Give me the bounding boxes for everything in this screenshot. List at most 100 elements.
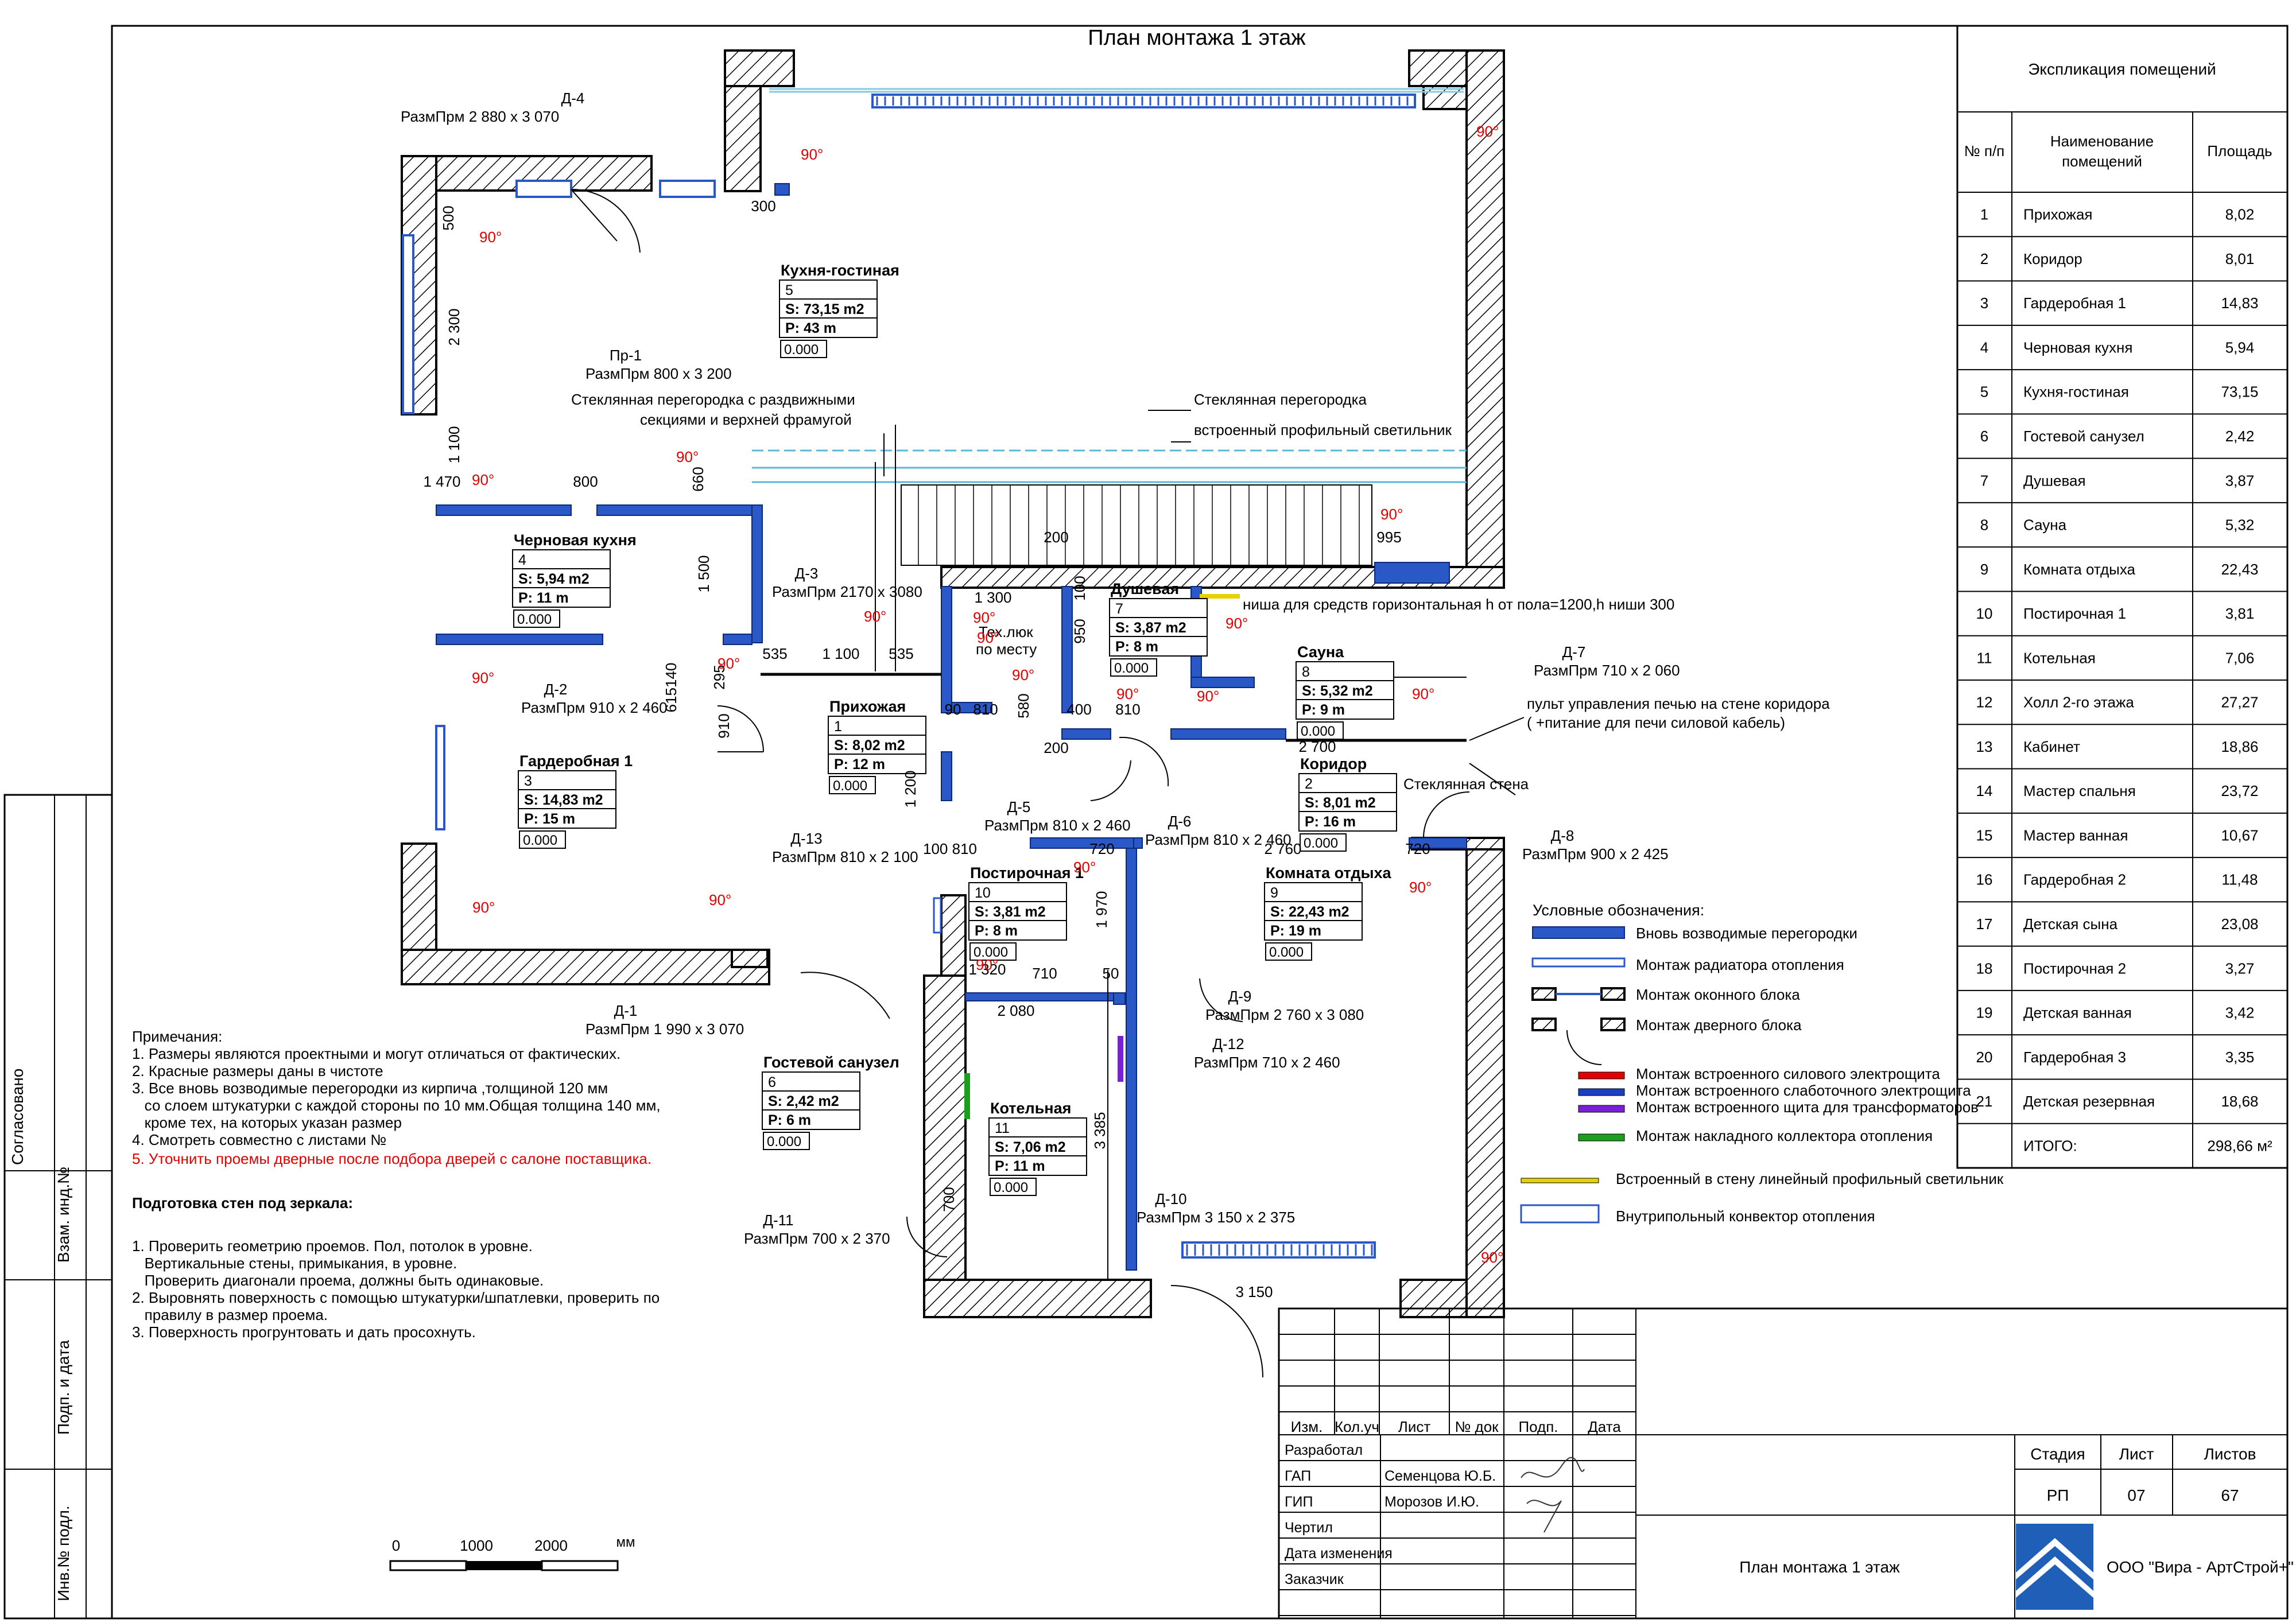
angle-label: 90° <box>709 891 731 908</box>
explication-row-name: Гардеробная 3 <box>2023 1049 2126 1066</box>
opening-id: Д-8 <box>1551 827 1574 844</box>
explication-row-num: 11 <box>1977 649 1992 666</box>
opening-size: РазмПрм 910 х 2 460 <box>521 699 668 716</box>
opening-id: Д-7 <box>1562 643 1586 661</box>
explication-row-name: Детская резервная <box>2023 1093 2155 1110</box>
opening-size: РазмПрм 800 х 3 200 <box>585 365 732 382</box>
note-line: 4. Смотреть совместно с листами № <box>132 1131 386 1148</box>
explication-title: Экспликация помещений <box>2028 60 2216 78</box>
radiator-1 <box>515 180 572 198</box>
legend-swatch-radiator <box>1531 957 1626 968</box>
legend-item: Монтаж оконного блока <box>1636 986 1800 1003</box>
room-perimeter: P: 11 m <box>995 1158 1045 1174</box>
room-area: S: 3,87 m2 <box>1115 620 1186 636</box>
legend-item: Вновь возводимые перегородки <box>1636 925 1857 942</box>
tb-sheet-title: План монтажа 1 этаж <box>1739 1558 1900 1576</box>
room-level: 0.000 <box>523 833 557 848</box>
explication-row-num: 7 <box>1980 472 1988 489</box>
company-logo <box>2016 1524 2093 1610</box>
dimension-label: 535 <box>889 645 913 662</box>
tb-role: Дата изменения <box>1285 1546 1393 1562</box>
room-number: 6 <box>768 1074 776 1090</box>
explication-row-name: Мастер ванная <box>2023 826 2128 844</box>
note-line: со слоем штукатурки с каждой стороны по … <box>132 1097 661 1114</box>
room-name: Коридор <box>1300 755 1367 772</box>
angle-label: 90° <box>973 609 995 626</box>
room-perimeter: P: 9 m <box>1302 702 1345 718</box>
legend-item: Монтаж встроенного слаботочного электрощ… <box>1636 1082 1971 1099</box>
dimension-label: 1 100 <box>445 426 463 463</box>
explication-row-num: 17 <box>1976 915 1993 933</box>
room-level: 0.000 <box>994 1180 1028 1195</box>
explication-row-num: 2 <box>1980 250 1988 267</box>
room-number: 5 <box>785 282 793 298</box>
room-area: S: 8,01 m2 <box>1305 795 1376 811</box>
angle-label: 90° <box>1476 123 1499 140</box>
stamp-inv: Инв.№ подл. <box>55 1505 72 1601</box>
tb-header: Подп. <box>1518 1418 1558 1435</box>
new-partitions <box>436 183 1467 1271</box>
legend-item: Встроенный в стену линейный профильный с… <box>1616 1170 2004 1187</box>
mirror-title: Подготовка стен под зеркала: <box>132 1194 353 1212</box>
annot-panel-2: ( +питание для печи силовой кабель) <box>1527 714 1785 731</box>
staircase <box>901 484 1372 566</box>
explication-row-name: Кабинет <box>2023 738 2080 755</box>
transformer-panel <box>1118 1036 1123 1082</box>
tb-gap-name: Семенцова Ю.Б. <box>1384 1468 1496 1484</box>
note-red-line: 5. Уточнить проемы дверные после подбора… <box>132 1150 651 1167</box>
room-level: 0.000 <box>974 945 1008 960</box>
legend: Условные обозначения: Вновь возводимые п… <box>1520 902 2004 1225</box>
explication-row-area: 8,01 <box>2225 250 2255 267</box>
drawing-title: План монтажа 1 этаж <box>1088 26 1306 50</box>
room-level: 0.000 <box>517 612 552 627</box>
explication-row-name: Гардеробная 1 <box>2023 294 2126 312</box>
annot-tech-hatch-1: Тех.люк <box>979 623 1033 640</box>
angle-label: 90° <box>1197 688 1219 705</box>
room-perimeter: P: 8 m <box>975 923 1018 939</box>
explication-row-num: 16 <box>1976 871 1993 888</box>
explication-row-name: Комната отдыха <box>2023 561 2136 578</box>
explication-row-name: Кухня-гостиная <box>2023 383 2129 401</box>
opening-size: РазмПрм 1 990 х 3 070 <box>585 1020 744 1038</box>
dimension-label: 3 385 <box>1091 1112 1108 1149</box>
note-line: кроме тех, на которых указан размер <box>132 1114 402 1131</box>
angle-label: 90° <box>1380 506 1403 523</box>
tb-role: Чертил <box>1285 1520 1333 1536</box>
room-name: Кухня-гостиная <box>781 262 899 279</box>
opening-size: РазмПрм 700 х 2 370 <box>744 1230 890 1247</box>
room-name: Гардеробная 1 <box>519 752 633 770</box>
tb-sheet: 07 <box>2127 1486 2145 1504</box>
annot-tech-hatch-2: по месту <box>976 640 1037 658</box>
dimension-label: 1 320 <box>968 961 1006 978</box>
room-area: S: 14,83 m2 <box>524 792 603 808</box>
explication-row-area: 22,43 <box>2221 561 2258 578</box>
legend-item: Монтаж дверного блока <box>1636 1016 1802 1034</box>
opening-size: РазмПрм 2170 х 3080 <box>772 583 922 600</box>
mirror-line: 1. Проверить геометрию проемов. Пол, пот… <box>132 1237 533 1255</box>
opening-size: РазмПрм 810 х 2 460 <box>984 817 1131 834</box>
annot-glass-sliding: Стеклянная перегородка с раздвижными <box>571 391 855 408</box>
room-number: 11 <box>995 1120 1010 1136</box>
dimension-label: 615140 <box>662 663 680 713</box>
opening-id: Д-13 <box>790 830 822 847</box>
explication-row-name: Гостевой санузел <box>2023 428 2144 445</box>
room-number: 9 <box>1270 885 1278 901</box>
legend-item: Внутрипольный конвектор отопления <box>1616 1207 1875 1225</box>
svg-text:Наименование: Наименование <box>2050 133 2154 150</box>
side-stamp-frame <box>3 794 113 1620</box>
dimension-label: 700 <box>940 1187 957 1212</box>
explication-row-num: 15 <box>1976 826 1993 844</box>
room-area: S: 5,32 m2 <box>1302 683 1373 699</box>
room-perimeter: P: 19 m <box>1270 923 1321 939</box>
opening-id: Д-10 <box>1155 1190 1186 1207</box>
dimension-label: 1 970 <box>1093 891 1110 928</box>
dimension-label: 810 <box>973 701 998 718</box>
